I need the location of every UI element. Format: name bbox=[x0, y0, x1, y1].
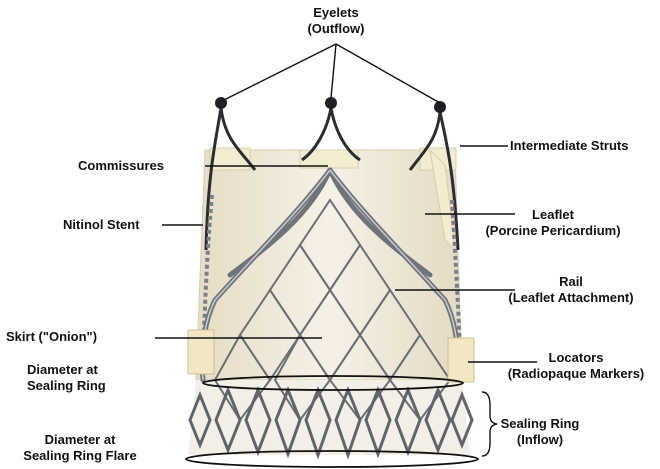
leaflet-tissue bbox=[196, 150, 462, 380]
locator-left bbox=[188, 330, 214, 374]
label-skirt: Skirt ("Onion") bbox=[6, 329, 97, 345]
label-nitinol-stent: Nitinol Stent bbox=[63, 217, 140, 233]
label-rail: Rail (Leaflet Attachment) bbox=[496, 274, 646, 306]
label-diameter-sealing-ring-line1: Diameter at bbox=[27, 362, 106, 378]
label-leaflet-line1: Leaflet bbox=[473, 207, 633, 223]
label-diameter-sealing-ring: Diameter at Sealing Ring bbox=[27, 362, 106, 394]
valve-body bbox=[186, 97, 478, 467]
label-rail-line2: (Leaflet Attachment) bbox=[496, 290, 646, 306]
label-leaflet-line2: (Porcine Pericardium) bbox=[473, 223, 633, 239]
label-locators: Locators (Radiopaque Markers) bbox=[497, 350, 655, 382]
label-diameter-flare-line2: Sealing Ring Flare bbox=[10, 448, 150, 464]
label-leaflet: Leaflet (Porcine Pericardium) bbox=[473, 207, 633, 239]
label-commissures: Commissures bbox=[78, 158, 164, 174]
label-intermediate-struts: Intermediate Struts bbox=[510, 138, 628, 154]
locator-right bbox=[448, 338, 474, 382]
label-sealing-ring: Sealing Ring (Inflow) bbox=[497, 416, 583, 448]
label-eyelets: Eyelets (Outflow) bbox=[300, 5, 372, 37]
label-sealing-ring-line1: Sealing Ring bbox=[497, 416, 583, 432]
label-rail-line1: Rail bbox=[496, 274, 646, 290]
label-diameter-sealing-ring-line2: Sealing Ring bbox=[27, 378, 106, 394]
label-locators-line2: (Radiopaque Markers) bbox=[497, 366, 655, 382]
label-diameter-flare-line1: Diameter at bbox=[10, 432, 150, 448]
label-sealing-ring-line2: (Inflow) bbox=[497, 432, 583, 448]
label-eyelets-line1: Eyelets bbox=[300, 5, 372, 21]
label-locators-line1: Locators bbox=[497, 350, 655, 366]
label-eyelets-line2: (Outflow) bbox=[300, 21, 372, 37]
label-diameter-sealing-ring-flare: Diameter at Sealing Ring Flare bbox=[10, 432, 150, 464]
